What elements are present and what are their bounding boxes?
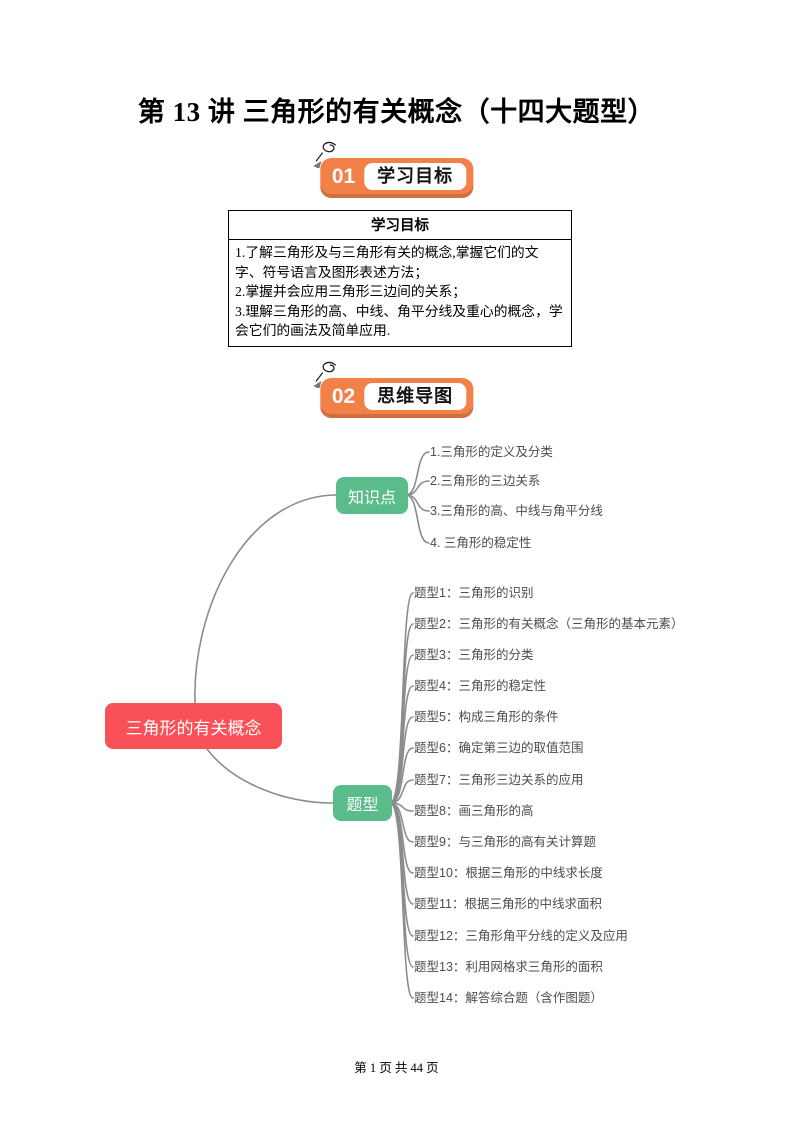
topic-item: 题型14：解答综合题（含作图题） (414, 991, 603, 1005)
mindmap-branch-knowledge: 知识点 (336, 477, 408, 514)
knowledge-item: 3.三角形的高、中线与角平分线 (430, 504, 603, 518)
section-badge-mindmap: 02 思维导图 (312, 361, 474, 418)
topic-item: 题型4：三角形的稳定性 (414, 679, 546, 693)
topic-item: 题型5：构成三角形的条件 (414, 710, 559, 724)
mindmap: 三角形的有关概念 知识点 题型 1.三角形的定义及分类 2.三角形的三边关系 3… (0, 440, 793, 1020)
section-number: 01 (331, 165, 356, 188)
connector-t4 (389, 685, 414, 804)
connector-root-topics (206, 748, 334, 804)
section-badge-goals: 01 学习目标 (312, 141, 474, 198)
topic-item: 题型12：三角形角平分线的定义及应用 (414, 929, 628, 943)
goal-item: 3.理解三角形的高、中线、角平分线及重心的概念，学会它们的画法及简单应用. (235, 303, 563, 339)
pin-doodle-icon (312, 361, 336, 388)
mindmap-branch-topics: 题型 (333, 785, 392, 821)
topic-item: 题型2：三角形的有关概念（三角形的基本元素） (414, 617, 684, 631)
topic-item: 题型10：根据三角形的中线求长度 (414, 866, 603, 880)
topic-item: 题型8：画三角形的高 (414, 804, 534, 818)
knowledge-item: 4. 三角形的稳定性 (430, 536, 532, 550)
connector-k4 (405, 494, 430, 544)
section-title: 思维导图 (364, 383, 467, 410)
topic-item: 题型13：利用网格求三角形的面积 (414, 960, 603, 974)
connector-t6 (389, 747, 414, 804)
section-number: 02 (331, 385, 356, 408)
pin-doodle-icon (312, 141, 336, 168)
goal-item: 2.掌握并会应用三角形三边间的关系； (235, 284, 467, 300)
topic-item: 题型3：三角形的分类 (414, 648, 534, 662)
knowledge-item: 1.三角形的定义及分类 (430, 445, 553, 459)
goals-table: 学习目标 1.了解三角形及与三角形有关的概念,掌握它们的文字、符号语言及图形表述… (228, 210, 572, 347)
topic-item: 题型6：确定第三边的取值范围 (414, 741, 584, 755)
goals-table-header: 学习目标 (229, 211, 571, 240)
goal-item: 1.了解三角形及与三角形有关的概念,掌握它们的文字、符号语言及图形表述方法； (235, 245, 539, 280)
mindmap-root-node: 三角形的有关概念 (105, 703, 282, 749)
connector-k2 (405, 480, 430, 496)
connector-k1 (405, 451, 430, 496)
topic-item: 题型7：三角形三边关系的应用 (414, 773, 584, 787)
connector-root-knowledge (194, 494, 337, 704)
mindmap-connectors (194, 451, 430, 999)
topic-item: 题型11：根据三角形的中线求面积 (414, 897, 602, 911)
page-number: 第 1 页 共 44 页 (354, 1061, 439, 1075)
connector-t5 (389, 716, 414, 804)
connector-t7 (389, 779, 414, 804)
knowledge-item: 2.三角形的三边关系 (430, 474, 541, 488)
topic-item: 题型9：与三角形的高有关计算题 (414, 835, 596, 849)
page-title: 第 13 讲 三角形的有关概念（十四大题型） (137, 97, 656, 127)
section-title: 学习目标 (364, 163, 467, 190)
connector-k3 (405, 494, 430, 512)
topic-item: 题型1：三角形的识别 (414, 586, 534, 600)
goals-table-body: 1.了解三角形及与三角形有关的概念,掌握它们的文字、符号语言及图形表述方法； 2… (229, 240, 571, 346)
connector-t14 (389, 802, 414, 999)
